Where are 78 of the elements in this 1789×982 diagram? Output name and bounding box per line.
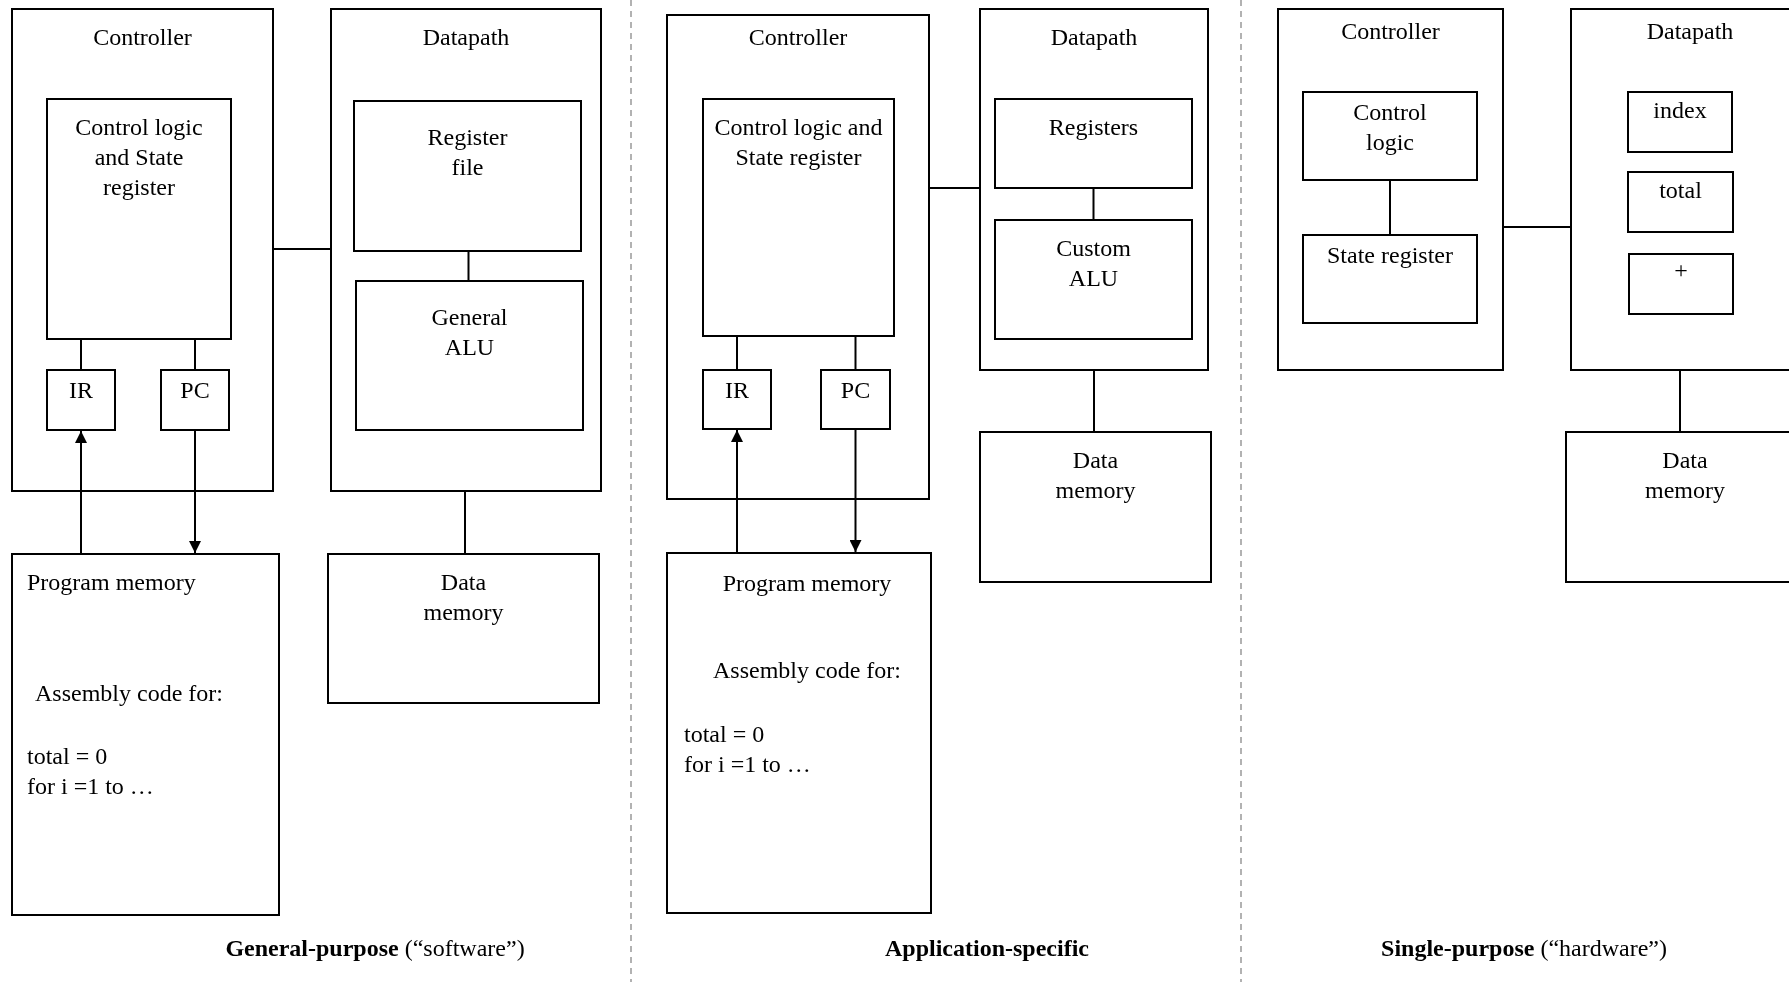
box-label: Controller <box>748 23 848 52</box>
arrow <box>75 430 87 554</box>
block-box <box>979 8 1209 371</box>
box-label: Controller <box>93 23 192 52</box>
box-label: Data memory <box>1644 446 1726 505</box>
box-text: total = 0 <box>27 742 109 771</box>
box-text: total = 0 <box>684 720 766 749</box>
box-label: PC <box>840 376 871 405</box>
block-box <box>994 219 1193 340</box>
connector-line <box>736 336 738 370</box>
box-label: Control logic and State register <box>713 113 884 172</box>
box-label: Register file <box>426 123 509 182</box>
connector-line <box>467 251 470 281</box>
box-label: index <box>1653 96 1707 125</box>
block-box <box>160 369 230 431</box>
panel-caption: General-purpose (“software”) <box>225 935 525 962</box>
box-label: Data memory <box>1054 446 1137 505</box>
block-box <box>820 369 891 430</box>
block-box <box>1302 234 1478 324</box>
connector-line <box>273 248 331 250</box>
box-text: Assembly code for: <box>712 656 902 685</box>
connector-line <box>1389 180 1391 235</box>
block-box <box>1302 91 1478 181</box>
box-label: Control logic and State register <box>74 113 204 202</box>
block-box <box>1627 171 1734 233</box>
arrow <box>731 429 743 553</box>
block-box <box>702 98 895 337</box>
connector-line <box>1092 188 1095 220</box>
connector-line <box>80 339 82 370</box>
box-label: Control logic <box>1352 98 1428 157</box>
box-text: for i =1 to … <box>684 750 812 779</box>
box-text: for i =1 to … <box>27 772 155 801</box>
box-label: Program memory <box>721 569 893 598</box>
panel-caption: Single-purpose (“hardware”) <box>1381 935 1667 962</box>
box-label: PC <box>180 376 210 405</box>
block-box <box>994 98 1193 189</box>
box-label: General ALU <box>430 303 509 362</box>
block-box <box>11 553 280 916</box>
box-label: Datapath <box>422 23 510 52</box>
box-text: Assembly code for: <box>35 679 224 708</box>
block-box <box>666 14 930 500</box>
box-label: + <box>1674 256 1688 285</box>
block-box <box>1628 253 1734 315</box>
box-label: IR <box>69 376 93 405</box>
block-box <box>979 431 1212 583</box>
panel-caption: Application-specific <box>885 935 1089 962</box>
box-label: total <box>1659 176 1702 205</box>
box-label: Controller <box>1341 17 1440 46</box>
block-box <box>327 553 600 704</box>
block-box <box>46 369 116 431</box>
block-box <box>1570 8 1789 371</box>
box-label: Data memory <box>422 568 505 627</box>
block-box <box>11 8 274 492</box>
connector-line <box>1679 370 1681 432</box>
block-box <box>702 369 772 430</box>
connector-line <box>194 339 196 370</box>
box-label: State register <box>1327 241 1453 270</box>
arrow <box>189 430 201 554</box>
connector-line <box>1503 226 1571 228</box>
box-label: Registers <box>1048 113 1139 142</box>
connector-line <box>854 336 857 370</box>
box-label: Datapath <box>1646 17 1734 46</box>
block-box <box>330 8 602 492</box>
connector-line <box>1093 370 1095 432</box>
box-label: Datapath <box>1050 23 1138 52</box>
arrow <box>849 429 862 553</box>
block-box <box>1627 91 1733 153</box>
block-box <box>1565 431 1789 583</box>
block-box <box>666 552 932 914</box>
connector-line <box>929 187 980 189</box>
block-box <box>353 100 582 252</box>
box-label: Custom ALU <box>1055 234 1132 293</box>
connector-line <box>464 491 466 554</box>
block-box <box>1277 8 1504 371</box>
block-box <box>46 98 232 340</box>
box-label: IR <box>725 376 749 405</box>
box-label: Program memory <box>27 568 197 597</box>
block-box <box>355 280 584 431</box>
